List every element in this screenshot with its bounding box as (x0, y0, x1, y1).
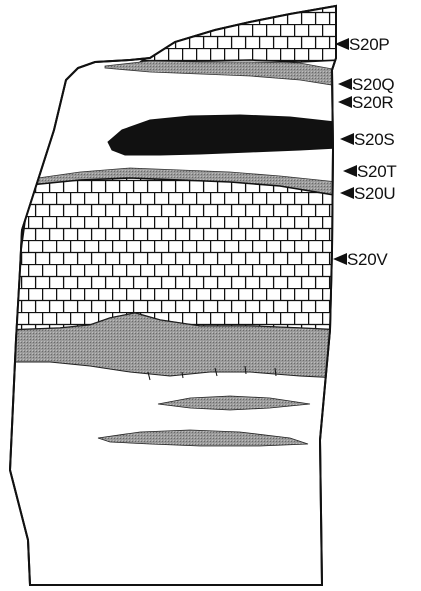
arrow-left-icon (340, 187, 354, 199)
marker-s20s: S20S (340, 130, 394, 149)
marker-label-s20r: S20R (352, 93, 393, 112)
arrow-left-icon (333, 253, 347, 265)
layer-s20v-limestone (10, 178, 340, 330)
marker-s20q: S20Q (338, 75, 394, 94)
arrow-left-icon (335, 38, 349, 50)
marker-label-s20s: S20S (354, 130, 394, 149)
arrow-left-icon (338, 96, 352, 108)
marker-s20u: S20U (340, 184, 395, 203)
marker-s20v: S20V (333, 250, 388, 269)
marker-label-s20v: S20V (347, 250, 388, 269)
marker-s20t: S20T (343, 162, 396, 181)
layer-s20p-limestone (140, 4, 340, 62)
arrow-left-icon (340, 133, 354, 145)
arrow-left-icon (338, 78, 352, 90)
marker-label-s20q: S20Q (352, 75, 394, 94)
marker-s20r: S20R (338, 93, 393, 112)
marker-label-s20u: S20U (354, 184, 395, 203)
arrow-left-icon (343, 165, 357, 177)
marker-label-s20p: S20P (349, 35, 389, 54)
marker-s20p: S20P (335, 35, 389, 54)
marker-label-s20t: S20T (357, 162, 396, 181)
